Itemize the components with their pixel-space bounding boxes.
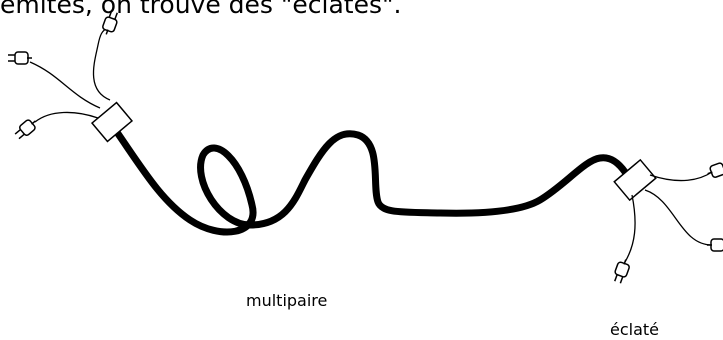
eclate-label: éclaté [610, 320, 660, 339]
left-wire-upper-left [29, 61, 101, 109]
plug-icon [99, 8, 121, 38]
plug-icon [704, 159, 723, 181]
right-splitter-box [613, 158, 657, 202]
right-wire-right [644, 189, 713, 246]
left-wire-lower-left [34, 111, 99, 123]
left-splitter-box [90, 101, 134, 143]
left-wire-top [92, 27, 111, 101]
multipair-cable [108, 121, 629, 236]
caption-text: emités, on trouve des "éclatés". [0, 0, 402, 19]
right-wire-upper-right [649, 171, 713, 182]
plug-icon [611, 256, 633, 286]
right-wire-lower-left [624, 194, 636, 263]
plug-icon [7, 51, 33, 65]
multipaire-label: multipaire [246, 291, 328, 310]
plug-icon [12, 115, 41, 142]
plug-icon [706, 238, 723, 252]
